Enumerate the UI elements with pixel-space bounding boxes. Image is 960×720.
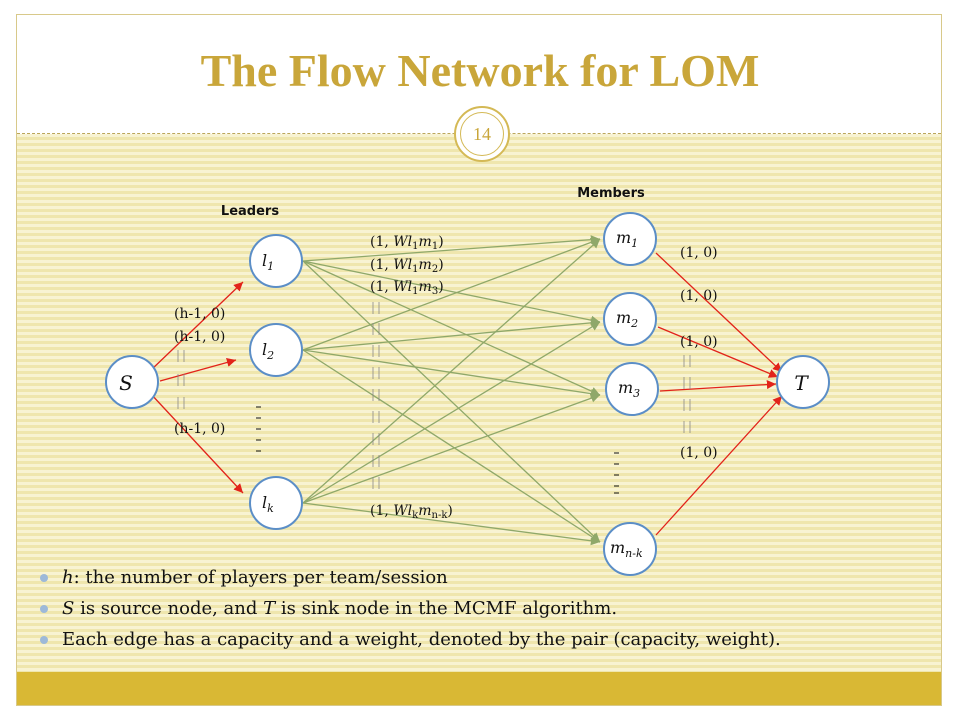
edge-m3-t — [659, 380, 777, 392]
lm-edge-label-3: (1, Wl1m3) — [370, 279, 444, 297]
bullet-item: S is source node, and T is sink node in … — [40, 593, 940, 624]
edge-l2-m3 — [302, 349, 601, 399]
slide-title: The Flow Network for LOM — [200, 45, 760, 96]
edge-lk-m2 — [302, 321, 601, 504]
edge-s-l2 — [159, 358, 237, 382]
member-node-nk: mn-k — [603, 522, 657, 576]
lm-edge-label-1: (1, Wl1m1) — [370, 234, 444, 252]
sink-edges — [655, 252, 783, 536]
source-edge-labels: (h-1, 0) (h-1, 0) (h-1, 0) — [174, 306, 225, 437]
leader-ellipsis — [256, 406, 261, 452]
member-1-label: m1 — [616, 228, 638, 250]
edge-m2-t — [657, 326, 779, 378]
leader-member-edge-labels: (1, Wl1m1) (1, Wl1m2) (1, Wl1m3) (1, Wlk… — [370, 234, 453, 521]
edge-m1-t — [655, 252, 783, 373]
member-ellipsis — [614, 452, 619, 494]
leaders-label: Leaders — [221, 204, 279, 219]
edge-l1-m2 — [302, 260, 601, 325]
edge-l1-mnk — [302, 260, 601, 543]
sink-label-dots — [683, 355, 691, 433]
edge-l1-m3 — [302, 260, 601, 396]
footer-accent-bar — [17, 672, 941, 705]
leader-node-2: l2 — [249, 323, 303, 377]
lm-label-dots — [372, 302, 380, 489]
edge-lk-m3 — [302, 393, 601, 504]
member-node-3: m3 — [605, 362, 659, 416]
source-edge-label-1: (h-1, 0) — [174, 306, 225, 322]
bullet-dot-icon — [40, 636, 48, 644]
source-edge-label-2: (h-1, 0) — [174, 329, 225, 345]
source-label-dots — [177, 350, 185, 409]
sink-edge-label-2: (1, 0) — [680, 288, 718, 304]
source-node-label: S — [119, 371, 133, 395]
edge-s-lk — [149, 392, 244, 494]
source-node: S — [105, 355, 159, 409]
sink-edge-label-3: (1, 0) — [680, 334, 718, 350]
leader-node-k: lk — [249, 476, 303, 530]
member-2-label: m2 — [616, 308, 638, 330]
lm-edge-label-2: (1, Wl1m2) — [370, 257, 444, 275]
member-nk-label: mn-k — [610, 538, 643, 560]
slide-number: 14 — [460, 112, 504, 156]
edge-lk-m1 — [302, 238, 601, 504]
leader-1-label: l1 — [262, 251, 274, 273]
slide-number-badge: 14 — [454, 106, 510, 162]
leader-node-1: l1 — [249, 234, 303, 288]
member-node-1: m1 — [603, 212, 657, 266]
sink-node: T — [776, 355, 830, 409]
sink-edge-labels: (1, 0) (1, 0) (1, 0) (1, 0) — [680, 245, 718, 461]
slide-frame — [16, 14, 942, 706]
leader-member-edges — [302, 235, 601, 546]
edge-mnk-t — [655, 395, 783, 536]
lm-edge-label-4: (1, Wlkmn-k) — [370, 503, 453, 521]
sink-edge-label-4: (1, 0) — [680, 445, 718, 461]
edge-lk-mnk — [302, 502, 601, 546]
edge-l2-m2 — [302, 318, 601, 351]
sink-node-label: T — [794, 371, 809, 395]
bullet-dot-icon — [40, 605, 48, 613]
member-3-label: m3 — [618, 378, 640, 400]
leader-k-label: lk — [262, 493, 274, 515]
edge-l2-m1 — [302, 237, 601, 351]
source-edge-label-3: (h-1, 0) — [174, 421, 225, 437]
member-node-2: m2 — [603, 292, 657, 346]
bullet-item: h: the number of players per team/sessio… — [40, 562, 940, 593]
edge-l1-m1 — [302, 235, 601, 262]
bullet-item: Each edge has a capacity and a weight, d… — [40, 624, 940, 655]
edge-s-l1 — [149, 281, 244, 372]
leader-2-label: l2 — [262, 340, 274, 362]
bullet-dot-icon — [40, 574, 48, 582]
source-edges — [149, 281, 244, 494]
members-label: Members — [577, 186, 645, 201]
sink-edge-label-1: (1, 0) — [680, 245, 718, 261]
bullet-list: h: the number of players per team/sessio… — [40, 562, 940, 655]
edge-l2-mnk — [302, 349, 601, 543]
